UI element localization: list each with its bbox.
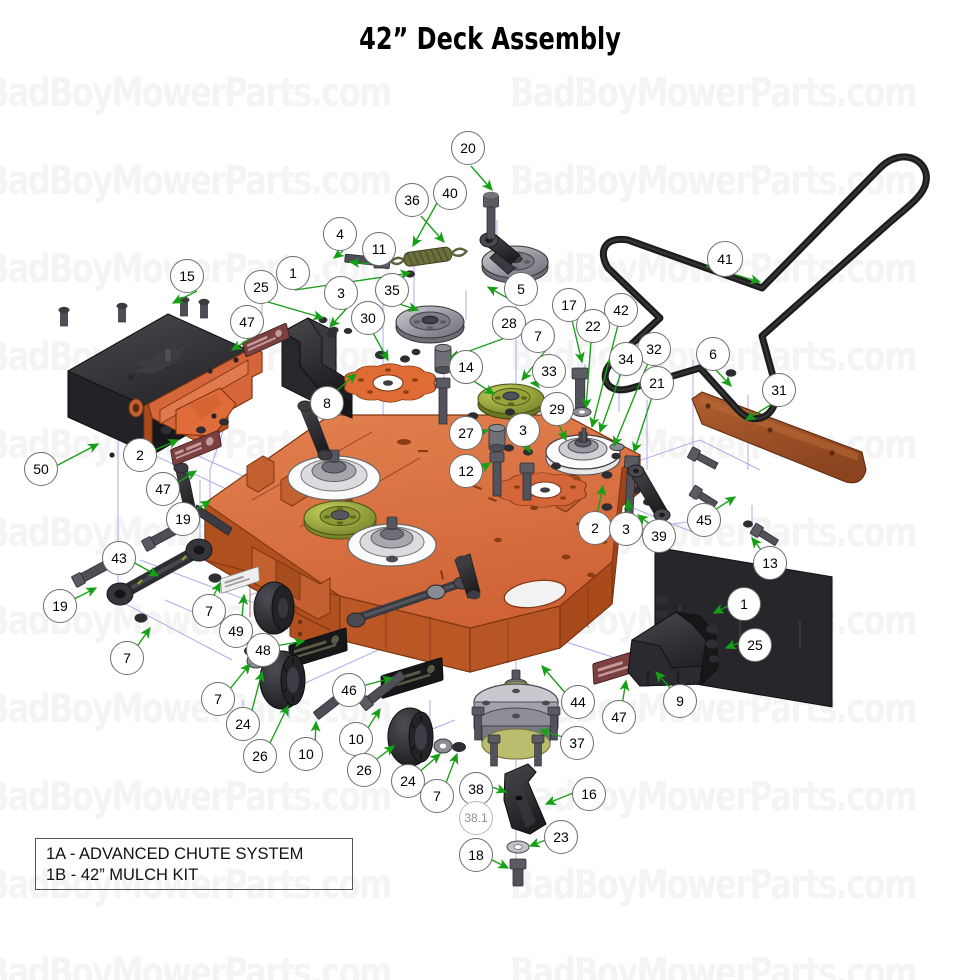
callout-47[interactable]: 47 (230, 305, 264, 339)
callout-7[interactable]: 7 (420, 779, 454, 813)
callout-28[interactable]: 28 (492, 306, 526, 340)
callout-18[interactable]: 18 (459, 838, 493, 872)
page-title: 42” Deck Assembly (359, 22, 621, 57)
callout-25[interactable]: 25 (738, 628, 772, 662)
callout-8[interactable]: 8 (310, 386, 344, 420)
callout-31[interactable]: 31 (762, 373, 796, 407)
spindle-mount-plate-30 (343, 363, 437, 403)
anti-scalp-wheel-left (259, 650, 306, 710)
callout-47[interactable]: 47 (602, 700, 636, 734)
extension-spring-36 (389, 246, 469, 267)
blade-spindle-assembly (471, 669, 561, 767)
callout-16[interactable]: 16 (572, 777, 606, 811)
callout-26[interactable]: 26 (347, 753, 381, 787)
callout-25[interactable]: 25 (244, 270, 278, 304)
callout-14[interactable]: 14 (449, 350, 483, 384)
decal (242, 322, 290, 358)
callout-11[interactable]: 11 (362, 232, 396, 266)
spindle-mount-plate (498, 472, 587, 508)
chute-cover-9 (627, 595, 719, 687)
legend-box: 1A - ADVANCED CHUTE SYSTEM 1B - 42” MULC… (35, 838, 353, 890)
decal (220, 566, 260, 594)
chute-hardware (58, 296, 229, 434)
callout-48[interactable]: 48 (246, 633, 280, 667)
legend-line-1: 1A - ADVANCED CHUTE SYSTEM (46, 845, 304, 863)
decal (170, 430, 222, 466)
callout-1[interactable]: 1 (727, 587, 761, 621)
callout-45[interactable]: 45 (687, 503, 721, 537)
callout-43[interactable]: 43 (102, 541, 136, 575)
callout-7[interactable]: 7 (521, 319, 555, 353)
callout-2[interactable]: 2 (578, 511, 612, 545)
callout-36[interactable]: 36 (395, 183, 429, 217)
callout-3[interactable]: 3 (506, 413, 540, 447)
callout-46[interactable]: 46 (332, 673, 366, 707)
callout-24[interactable]: 24 (226, 707, 260, 741)
callout-38[interactable]: 38 (459, 772, 493, 806)
callout-22[interactable]: 22 (576, 309, 610, 343)
callout-42[interactable]: 42 (604, 293, 638, 327)
callout-20[interactable]: 20 (451, 131, 485, 165)
callout-10[interactable]: 10 (339, 722, 373, 756)
callout-44[interactable]: 44 (561, 685, 595, 719)
callout-21[interactable]: 21 (640, 366, 674, 400)
callout-13[interactable]: 13 (753, 546, 787, 580)
deck-spindle-assemblies (173, 400, 481, 635)
advanced-chute-system (58, 296, 263, 466)
callout-10[interactable]: 10 (289, 737, 323, 771)
callout-37[interactable]: 37 (560, 726, 594, 760)
callout-30[interactable]: 30 (351, 301, 385, 335)
bolt-20 (483, 191, 499, 240)
callout-40[interactable]: 40 (433, 176, 467, 210)
idler-pulley-35 (395, 305, 465, 344)
callout-4[interactable]: 4 (323, 217, 357, 251)
callout-23[interactable]: 23 (544, 820, 578, 854)
callout-47[interactable]: 47 (146, 472, 180, 506)
callout-41[interactable]: 41 (707, 241, 743, 277)
callout-3[interactable]: 3 (324, 276, 358, 310)
callout-19[interactable]: 19 (43, 589, 77, 623)
callout-7[interactable]: 7 (110, 641, 144, 675)
callout-1[interactable]: 1 (276, 256, 310, 290)
callout-2[interactable]: 2 (123, 438, 157, 472)
callout-34[interactable]: 34 (609, 342, 643, 376)
legend-line-2: 1B - 42” MULCH KIT (46, 866, 199, 884)
callout-3[interactable]: 3 (609, 512, 643, 546)
callout-19[interactable]: 19 (166, 502, 200, 536)
anti-scalp-wheel-right (387, 707, 434, 767)
pulley-29 (545, 431, 621, 476)
callout-27[interactable]: 27 (449, 416, 483, 450)
link-arm-39 (627, 464, 671, 522)
callout-7[interactable]: 7 (201, 682, 235, 716)
callout-15[interactable]: 15 (170, 259, 204, 293)
callout-39[interactable]: 39 (642, 519, 676, 553)
callout-38-1[interactable]: 38.1 (459, 801, 493, 835)
mower-blade-38 (503, 763, 547, 835)
callout-12[interactable]: 12 (449, 454, 483, 488)
drive-belt-41 (600, 153, 930, 423)
callout-35[interactable]: 35 (375, 273, 409, 307)
callout-26[interactable]: 26 (243, 739, 277, 773)
callout-29[interactable]: 29 (540, 392, 574, 426)
lift-rod-43 (71, 518, 222, 623)
callout-24[interactable]: 24 (391, 764, 425, 798)
deck-baffle-8 (280, 317, 353, 419)
callout-6[interactable]: 6 (696, 337, 730, 371)
callout-50[interactable]: 50 (24, 452, 58, 486)
callout-5[interactable]: 5 (504, 272, 538, 306)
callout-33[interactable]: 33 (532, 354, 566, 388)
callout-9[interactable]: 9 (663, 684, 697, 718)
